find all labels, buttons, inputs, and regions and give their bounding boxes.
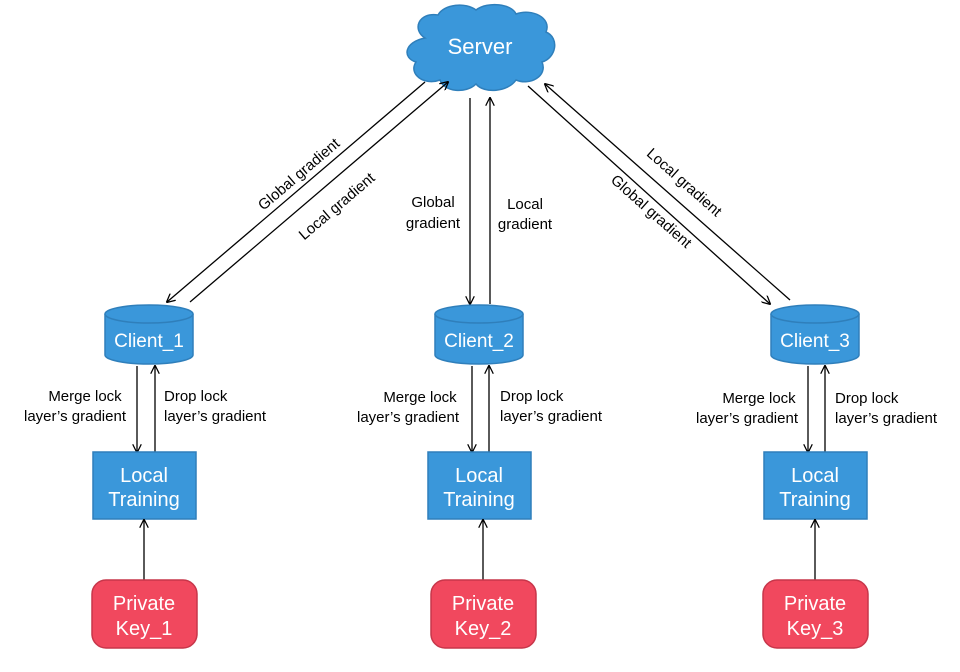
drop-label-2a: Drop lock xyxy=(500,388,564,405)
drop-label-1b: layer’s gradient xyxy=(164,408,267,425)
local-training-2: Local Training xyxy=(427,451,532,520)
global-gradient-arrow-3 xyxy=(527,85,770,304)
training-label-2a: Local xyxy=(455,465,503,487)
global-gradient-arrow-1 xyxy=(167,81,426,302)
training-label-3a: Local xyxy=(791,465,839,487)
drop-label-1a: Drop lock xyxy=(164,388,228,405)
client-1-database: Client_1 xyxy=(104,304,194,365)
private-key-1: Private Key_1 xyxy=(91,579,198,649)
client-2-label: Client_2 xyxy=(444,331,514,352)
client-column-1: Client_1 Merge lock layer’s gradient Dro… xyxy=(24,304,267,649)
client-3-label: Client_3 xyxy=(780,331,850,352)
database-icon xyxy=(770,314,860,365)
edge-server-client1: Global gradient Local gradient xyxy=(167,82,448,302)
edge-label-global-2b: gradient xyxy=(406,215,461,232)
server-label: Server xyxy=(448,34,513,59)
edge-server-client2: Global gradient Local gradient xyxy=(406,98,553,304)
merge-label-2b: layer’s gradient xyxy=(357,409,460,426)
merge-label-1a: Merge lock xyxy=(48,388,122,405)
client-column-2: Client_2 Merge lock layer’s gradient Dro… xyxy=(357,304,603,649)
local-training-1: Local Training xyxy=(92,451,197,520)
client-column-3: Client_3 Merge lock layer’s gradient Dro… xyxy=(696,304,938,649)
training-label-2b: Training xyxy=(443,489,515,511)
edge-label-global-2a: Global xyxy=(411,194,454,211)
key-label-1b: Key_1 xyxy=(116,618,173,640)
database-icon xyxy=(434,314,524,365)
merge-label-3a: Merge lock xyxy=(722,390,796,407)
drop-label-3a: Drop lock xyxy=(835,390,899,407)
drop-label-3b: layer’s gradient xyxy=(835,410,938,427)
server-node: Server xyxy=(406,3,556,92)
private-key-2: Private Key_2 xyxy=(430,579,537,649)
cloud-icon xyxy=(406,3,556,92)
edge-label-local-2b: gradient xyxy=(498,216,553,233)
edge-label-local-2a: Local xyxy=(507,196,543,213)
key-label-2a: Private xyxy=(452,593,514,615)
private-key-3: Private Key_3 xyxy=(762,579,869,649)
merge-label-1b: layer’s gradient xyxy=(24,408,127,425)
training-label-1a: Local xyxy=(120,465,168,487)
key-label-2b: Key_2 xyxy=(455,618,512,640)
training-label-3b: Training xyxy=(779,489,851,511)
key-label-3b: Key_3 xyxy=(787,618,844,640)
local-training-3: Local Training xyxy=(763,451,868,520)
client-2-database: Client_2 xyxy=(434,304,524,365)
edge-server-client3: Local gradient Global gradient xyxy=(527,84,791,304)
local-gradient-arrow-1 xyxy=(189,82,448,303)
client-3-database: Client_3 xyxy=(770,304,860,365)
key-label-3a: Private xyxy=(784,593,846,615)
key-label-1a: Private xyxy=(113,593,175,615)
merge-label-2a: Merge lock xyxy=(383,389,457,406)
local-gradient-arrow-3 xyxy=(545,84,791,301)
edge-label-local-1: Local gradient xyxy=(296,169,379,244)
database-icon xyxy=(104,314,194,365)
merge-label-3b: layer’s gradient xyxy=(696,410,799,427)
drop-label-2b: layer’s gradient xyxy=(500,408,603,425)
training-label-1b: Training xyxy=(108,489,180,511)
client-1-label: Client_1 xyxy=(114,331,184,352)
